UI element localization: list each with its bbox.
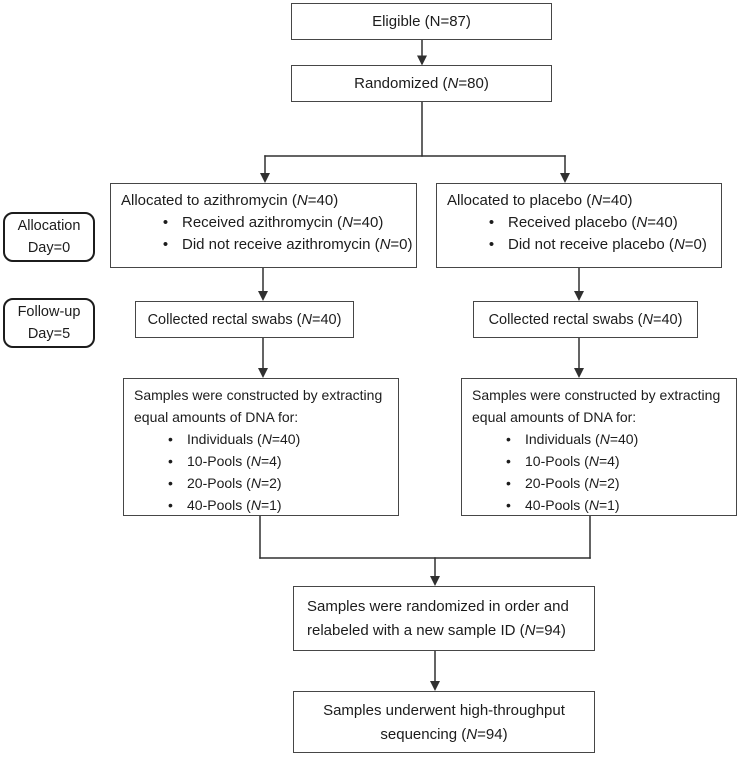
samples-heading-line: equal amounts of DNA for: [134, 409, 299, 425]
samples-heading-line: equal amounts of DNA for: [472, 409, 637, 425]
eligible-label: Eligible (N=87) [372, 13, 471, 30]
bullet-item: • Did not receive placebo (N=0) [447, 234, 717, 256]
relabel-line: relabeled with a new sample ID (N=94) [307, 622, 566, 639]
bullet-item: • 10-Pools (N=4) [472, 450, 732, 472]
samples-construction-right-box: Samples were constructed by extracting e… [461, 378, 737, 516]
bullet-item: • Individuals (N=40) [134, 428, 394, 450]
stage-label-line: Allocation [17, 218, 81, 234]
bullet-item: • Received placebo (N=40) [447, 212, 717, 234]
stage-label-line: Day=0 [27, 240, 71, 256]
bullet-icon: • [506, 431, 511, 447]
bullet-item: • 40-Pools (N=1) [472, 494, 732, 516]
bullet-icon: • [488, 214, 495, 231]
bullet-icon: • [488, 236, 495, 253]
samples-heading-line: Samples were constructed by extracting [472, 387, 721, 403]
bullet-icon: • [168, 497, 173, 513]
rectal-swabs-left-label: Collected rectal swabs (N=40) [147, 311, 342, 328]
randomized-label: Randomized (N=80) [354, 75, 489, 92]
randomized-box: Randomized (N=80) [291, 65, 552, 102]
bullet-icon: • [168, 453, 173, 469]
relabel-line: Samples were randomized in order and [307, 598, 569, 615]
rectal-swabs-right-label: Collected rectal swabs (N=40) [488, 311, 683, 328]
bullet-icon: • [168, 475, 173, 491]
allocation-azithromycin-title: Allocated to azithromycin (N=40) [121, 192, 339, 209]
bullet-icon: • [506, 497, 511, 513]
allocation-day-label: Allocation Day=0 [3, 212, 95, 262]
bullet-icon: • [162, 214, 169, 231]
bullet-item: • Received azithromycin (N=40) [121, 212, 412, 234]
bullet-icon: • [506, 475, 511, 491]
bullet-item: • Individuals (N=40) [472, 428, 732, 450]
bullet-item: • Did not receive azithromycin (N=0) [121, 234, 413, 256]
bullet-item: • 20-Pools (N=2) [134, 472, 394, 494]
bullet-item: • 40-Pools (N=1) [134, 494, 394, 516]
bullet-icon: • [168, 431, 173, 447]
sequencing-box: Samples underwent high-throughput sequen… [293, 691, 595, 753]
rectal-swabs-right-box: Collected rectal swabs (N=40) [473, 301, 698, 338]
stage-label-line: Day=5 [27, 326, 71, 342]
bullet-item: • 20-Pools (N=2) [472, 472, 732, 494]
bullet-item: • 10-Pools (N=4) [134, 450, 394, 472]
allocation-placebo-title: Allocated to placebo (N=40) [447, 192, 633, 209]
allocation-placebo-box: Allocated to placebo (N=40) • Received p… [436, 183, 722, 268]
bullet-icon: • [162, 236, 169, 253]
stage-label-line: Follow-up [17, 304, 81, 320]
followup-day-label: Follow-up Day=5 [3, 298, 95, 348]
rectal-swabs-left-box: Collected rectal swabs (N=40) [135, 301, 354, 338]
eligible-box: Eligible (N=87) [291, 3, 552, 40]
samples-construction-left-box: Samples were constructed by extracting e… [123, 378, 399, 516]
allocation-azithromycin-box: Allocated to azithromycin (N=40) • Recei… [110, 183, 417, 268]
bullet-icon: • [506, 453, 511, 469]
sequencing-line: sequencing (N=94) [380, 726, 508, 743]
sequencing-line: Samples underwent high-throughput [323, 702, 565, 719]
sample-relabeling-box: Samples were randomized in order and rel… [293, 586, 595, 651]
samples-heading-line: Samples were constructed by extracting [134, 387, 383, 403]
